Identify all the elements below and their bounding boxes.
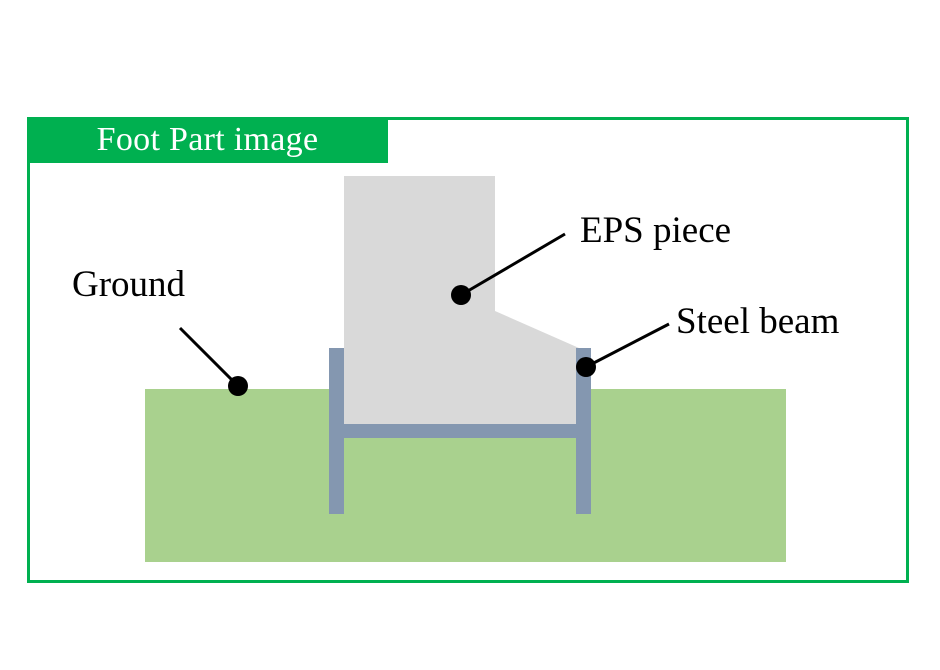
eps-leader-dot <box>451 285 471 305</box>
steel-beam-left-flange <box>329 348 344 514</box>
eps-piece-label: EPS piece <box>580 210 732 251</box>
diagram-frame <box>27 117 909 583</box>
steel-leader-dot <box>576 357 596 377</box>
steel-beam-label: Steel beam <box>676 301 840 342</box>
ground-leader-dot <box>228 376 248 396</box>
steel-beam-right-flange <box>576 348 591 514</box>
ground-leader-line <box>178 326 240 388</box>
steel-leader-line <box>585 322 670 369</box>
ground-label: Ground <box>72 264 186 305</box>
diagram-title: Foot Part image <box>27 117 388 163</box>
eps-leader-line <box>460 232 566 297</box>
steel-beam-web <box>344 424 576 438</box>
